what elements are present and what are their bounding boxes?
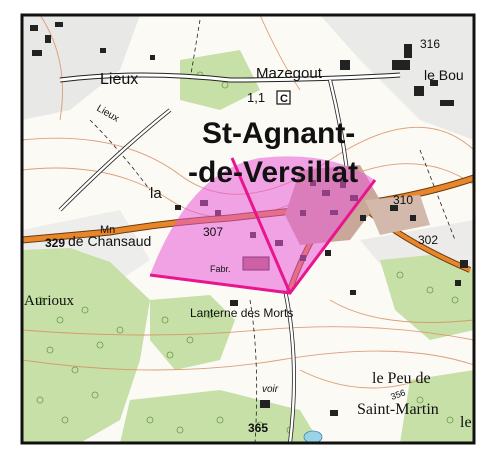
label-st-agnant: St-Agnant- bbox=[202, 117, 355, 150]
alt-307: 307 bbox=[203, 225, 223, 239]
label-lieux: Lieux bbox=[100, 71, 138, 88]
alt-316: 316 bbox=[420, 37, 440, 51]
label-mazegout: Mazegout bbox=[256, 65, 323, 82]
secondary-roads bbox=[58, 72, 401, 444]
label-la: la bbox=[150, 185, 162, 202]
village-east bbox=[365, 195, 430, 235]
map-frame bbox=[20, 13, 476, 445]
highlight-polygon bbox=[150, 156, 375, 293]
label-mn: Mn bbox=[100, 224, 115, 236]
alt-365: 365 bbox=[248, 421, 268, 435]
tree-symbols bbox=[36, 71, 459, 434]
pond bbox=[303, 430, 323, 444]
forest-center bbox=[150, 295, 235, 370]
label-saint-martin: Saint-Martin bbox=[357, 401, 439, 418]
alt-302: 302 bbox=[418, 233, 438, 247]
label-one-one: 1,1 bbox=[247, 90, 265, 105]
label-c: C bbox=[280, 93, 288, 105]
label-le-bou: le Bou bbox=[424, 67, 464, 83]
forest-areas bbox=[22, 50, 474, 443]
label-aurioux: Aurioux bbox=[24, 293, 74, 309]
alt-329: 329 bbox=[45, 236, 65, 250]
highlight-divider bbox=[230, 157, 292, 294]
label-de-versillat: -de-Versillat bbox=[188, 156, 358, 189]
forest-southeast bbox=[400, 370, 474, 443]
label-voir: voir bbox=[262, 384, 279, 395]
alt-356: 356 bbox=[389, 387, 407, 402]
map-labels: Lieux Lieux Mazegout le Bou St-Agnant- -… bbox=[24, 37, 472, 435]
forest-west bbox=[22, 248, 150, 443]
label-de-chansaud: de Chansaud bbox=[68, 233, 151, 249]
c-box bbox=[276, 90, 291, 105]
alt-310: 310 bbox=[393, 193, 413, 207]
label-lanterne: Lanterne des Morts bbox=[190, 306, 293, 320]
forest-east bbox=[380, 255, 474, 340]
highlight-zone bbox=[149, 156, 377, 295]
label-le-peu-de: le Peu de bbox=[372, 370, 431, 387]
label-fabr: Fabr. bbox=[210, 264, 231, 274]
label-le-right: le bbox=[460, 414, 472, 431]
